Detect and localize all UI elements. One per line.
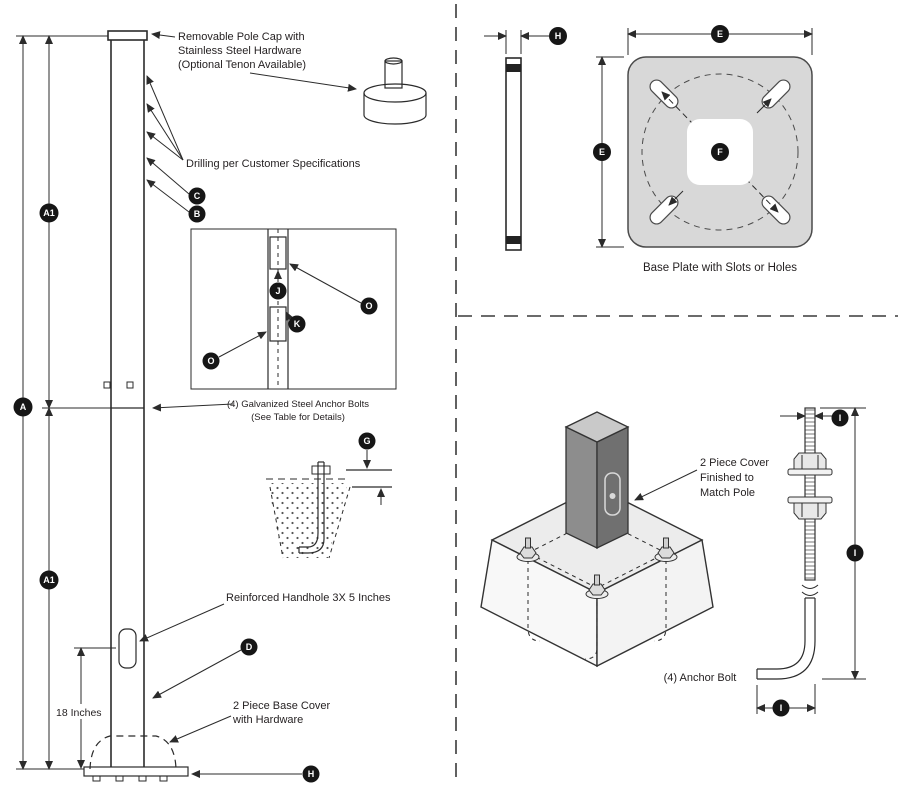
plate-dimensions: E E xyxy=(593,25,813,248)
badge-a1-lower: A1 xyxy=(39,570,59,590)
svg-text:C: C xyxy=(194,191,201,201)
badge-i-right: I xyxy=(846,544,864,562)
badge-h-plate: H xyxy=(549,27,567,45)
badge-g: G xyxy=(358,432,376,450)
svg-text:D: D xyxy=(246,642,253,652)
tenon-detail xyxy=(363,57,427,125)
badge-i-bottom: I xyxy=(772,699,790,717)
anchor-bolts-note-line2: (See Table for Details) xyxy=(251,412,345,423)
lower-bolt-slot xyxy=(269,306,287,342)
svg-text:O: O xyxy=(207,356,214,366)
badge-c: C xyxy=(188,187,206,205)
drilling-label: Drilling per Customer Specifications xyxy=(186,158,361,170)
pole-cap-annotation: Removable Pole Cap with Stainless Steel … xyxy=(151,31,357,92)
base-cover-outline xyxy=(89,735,177,770)
badge-h-bottom: H xyxy=(302,765,320,783)
badge-e-top: E xyxy=(711,25,729,43)
svg-text:I: I xyxy=(839,413,842,423)
cover-annotation: 2 Piece Cover Finished to Match Pole xyxy=(634,457,769,501)
base-plate-edge xyxy=(83,766,189,777)
svg-text:B: B xyxy=(194,209,201,219)
bolt-circle xyxy=(641,73,799,231)
section-dividers xyxy=(455,4,898,786)
badge-e-left: E xyxy=(593,143,611,161)
svg-text:I: I xyxy=(854,548,857,558)
svg-text:E: E xyxy=(599,147,605,157)
pole-cover-line1: 2 Piece Cover xyxy=(700,457,769,469)
upper-bolt-slot xyxy=(269,236,287,270)
badge-o-upper: O xyxy=(360,297,378,315)
badge-f: F xyxy=(711,143,729,161)
svg-text:H: H xyxy=(555,31,562,41)
iso-anchor-bolts xyxy=(516,537,678,599)
svg-text:A: A xyxy=(20,402,27,412)
splice-bolt-mark xyxy=(126,381,134,389)
base-plate-section: H F xyxy=(484,25,813,274)
handhole-label: Reinforced Handhole 3X 5 Inches xyxy=(226,592,391,604)
svg-text:J: J xyxy=(275,286,280,296)
pole-elevation: A A1 A1 18 Inches Removable Pole Cap wit… xyxy=(13,30,427,783)
badge-a1-upper: A1 xyxy=(39,203,59,223)
concrete-texture xyxy=(268,483,348,558)
pole-cap-line3: (Optional Tenon Available) xyxy=(178,59,306,71)
splice-bolt-mark xyxy=(103,381,111,389)
iso-bolt-left xyxy=(516,537,540,562)
badge-k: K xyxy=(288,315,306,333)
handhole-annotation: Reinforced Handhole 3X 5 Inches D xyxy=(139,592,391,699)
pole-cap-line2: Stainless Steel Hardware xyxy=(178,45,302,57)
iso-bolt-right xyxy=(654,537,678,562)
pole-outline xyxy=(83,30,189,782)
pole-cap-line1: Removable Pole Cap with xyxy=(178,31,305,43)
anchor-bolt-inset: J K O O (4) Galvanized Steel Anchor Bolt… xyxy=(152,228,397,423)
base-plate-caption: Base Plate with Slots or Holes xyxy=(643,262,797,274)
base-cover-annotation: 2 Piece Base Cover with Hardware xyxy=(169,700,331,743)
anchor-bolts-note-line1: (4) Galvanized Steel Anchor Bolts xyxy=(227,399,369,410)
svg-text:A1: A1 xyxy=(43,208,55,218)
svg-text:K: K xyxy=(294,319,301,329)
svg-text:F: F xyxy=(717,147,723,157)
badge-j: J xyxy=(269,282,287,300)
plate-top-view: F xyxy=(627,56,813,248)
svg-text:I: I xyxy=(780,703,783,713)
hex-nut-upper xyxy=(793,452,827,470)
pole-stub xyxy=(564,411,630,550)
embedded-anchor-bolt xyxy=(298,461,331,554)
badge-a: A xyxy=(13,397,33,417)
handhole-shape xyxy=(118,628,137,669)
anchor-bolt-caption: (4) Anchor Bolt xyxy=(664,672,737,684)
threaded-rod xyxy=(804,407,816,581)
base-plate-callout: H xyxy=(191,765,320,783)
hex-nut-lower xyxy=(793,502,827,520)
pole-dimensions: A A1 A1 18 Inches xyxy=(13,35,116,770)
washer-upper xyxy=(787,468,833,476)
pole-cover-line3: Match Pole xyxy=(700,487,755,499)
svg-text:H: H xyxy=(308,769,315,779)
svg-text:A1: A1 xyxy=(43,575,55,585)
badge-o-lower: O xyxy=(202,352,220,370)
base-cover-line1: 2 Piece Base Cover xyxy=(233,700,331,712)
anchor-bolt-detail: I I I xyxy=(756,407,866,717)
plate-side-view: H xyxy=(484,27,567,251)
foundation-iso-section: 2 Piece Cover Finished to Match Pole (4)… xyxy=(480,407,866,717)
foundation-detail: G xyxy=(266,432,392,559)
badge-b: B xyxy=(188,205,206,223)
height-18-label: 18 Inches xyxy=(56,707,102,719)
iso-bolt-front xyxy=(585,574,609,599)
pole-cover-line2: Finished to xyxy=(700,472,754,484)
svg-text:E: E xyxy=(717,29,723,39)
drilling-annotation: Drilling per Customer Specifications C B xyxy=(146,75,361,223)
badge-d: D xyxy=(240,638,258,656)
badge-i-top: I xyxy=(831,409,849,427)
washer-lower xyxy=(787,496,833,504)
svg-text:G: G xyxy=(363,436,370,446)
svg-text:O: O xyxy=(365,301,372,311)
base-cover-line2: with Hardware xyxy=(232,714,303,726)
stub-handhole xyxy=(604,472,621,516)
